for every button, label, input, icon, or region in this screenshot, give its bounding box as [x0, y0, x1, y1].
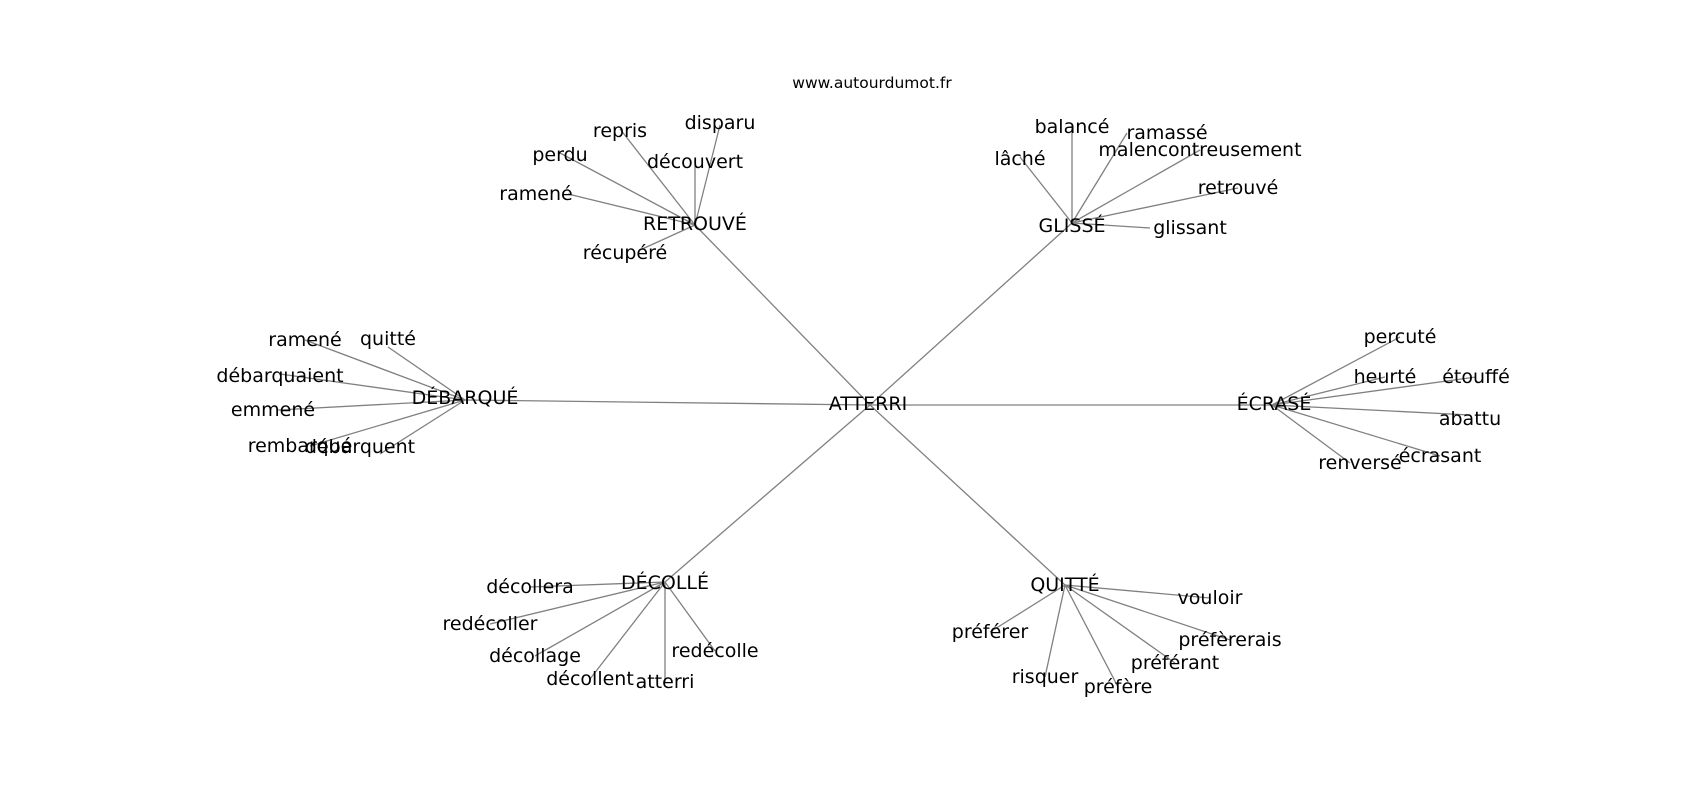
edge-center-hub — [664, 404, 871, 583]
edge-hub-leaf — [534, 581, 666, 657]
edge-hub-leaf — [1019, 156, 1073, 224]
leaf-node-label: préfère — [1084, 676, 1153, 698]
edge-hub-leaf — [1064, 584, 1176, 664]
edge-hub-leaf — [1271, 404, 1471, 416]
leaf-node-label: atterri — [636, 671, 695, 693]
edges — [277, 124, 1477, 688]
hub-node-label: GLISSÉ — [1038, 214, 1105, 237]
edge-hub-leaf — [989, 584, 1066, 633]
center-node-label: ATTERRI — [829, 393, 907, 415]
leaf-node-label: quitté — [360, 328, 416, 350]
leaf-node-label: balancé — [1035, 116, 1110, 138]
leaf-node-label: lâché — [994, 148, 1045, 170]
leaf-node-label: décollent — [546, 668, 634, 690]
edge-center-hub — [464, 399, 871, 406]
leaf-node-label: retrouvé — [1198, 177, 1279, 199]
edge-hub-leaf — [1064, 584, 1211, 599]
leaf-node-label: perdu — [532, 144, 587, 166]
hub-node-label: RETROUVÉ — [643, 212, 747, 235]
leaf-node-label: risquer — [1012, 666, 1079, 688]
hub-node-label: ÉCRASÉ — [1237, 392, 1312, 415]
leaf-node-label: décollera — [486, 576, 574, 598]
edge-hub-leaf — [1271, 404, 1441, 457]
edge-hub-leaf — [639, 224, 696, 251]
labels: www.autourdumot.fr ATTERRI RETROUVÉ dispa… — [216, 74, 1509, 698]
leaf-node-label: découvert — [647, 151, 743, 173]
edge-hub-leaf — [1271, 376, 1386, 406]
edge-hub-leaf — [277, 399, 466, 411]
edge-center-hub — [694, 224, 871, 406]
leaf-node-label: ramené — [499, 183, 572, 205]
edge-hub-leaf — [1044, 584, 1066, 678]
leaf-node-label: glissant — [1153, 217, 1227, 239]
hub-node-label: DÉBARQUÉ — [412, 386, 519, 409]
leaf-node-label: débarquent — [305, 436, 415, 458]
leaf-node-label: préfèrerais — [1178, 629, 1281, 651]
edge-hub-leaf — [1071, 132, 1128, 224]
leaf-node-label: disparu — [685, 112, 756, 134]
edge-hub-leaf — [379, 399, 466, 455]
site-url: www.autourdumot.fr — [792, 74, 952, 92]
edge-hub-leaf — [1271, 404, 1351, 464]
edge-hub-leaf — [387, 346, 466, 401]
edge-hub-leaf — [619, 128, 696, 226]
edge-hub-leaf — [1071, 149, 1201, 224]
leaf-node-label: rembarqué — [248, 435, 353, 457]
edge-hub-leaf — [529, 581, 666, 588]
leaf-node-label: étouffé — [1442, 366, 1510, 388]
edge-hub-leaf — [1071, 222, 1151, 229]
edge-hub-leaf — [1064, 584, 1231, 641]
leaf-node-label: décollage — [489, 645, 581, 667]
leaf-node-label: écrasant — [1399, 445, 1482, 467]
edge-center-hub — [869, 222, 1073, 406]
leaf-node-label: malencontreusement — [1098, 139, 1301, 161]
edge-hub-leaf — [559, 152, 696, 226]
leaf-node-label: ramené — [268, 329, 341, 351]
edge-hub-leaf — [279, 373, 466, 401]
leaf-node-label: repris — [593, 120, 647, 142]
leaf-node-label: débarquaient — [216, 365, 343, 387]
leaf-node-label: préférer — [952, 621, 1029, 643]
edge-hub-leaf — [1064, 584, 1119, 688]
edge-hub-leaf — [664, 581, 716, 652]
edge-hub-leaf — [567, 193, 696, 226]
edge-hub-leaf — [1271, 336, 1401, 406]
edge-center-hub — [869, 404, 1066, 586]
edge-hub-leaf — [589, 581, 666, 680]
leaf-node-label: récupéré — [583, 242, 667, 264]
hub-node-label: QUITTÉ — [1030, 573, 1099, 596]
leaf-node-label: préférant — [1131, 652, 1219, 674]
leaf-node-label: renversé — [1318, 452, 1401, 474]
leaf-node-label: abattu — [1439, 408, 1501, 430]
edge-hub-leaf — [309, 399, 466, 447]
leaf-node-label: vouloir — [1178, 587, 1243, 609]
leaf-node-label: ramassé — [1126, 122, 1207, 144]
edge-hub-leaf — [489, 581, 666, 625]
leaf-node-label: redécolle — [671, 640, 758, 662]
leaf-node-label: percuté — [1364, 326, 1437, 348]
edge-hub-leaf — [694, 124, 721, 226]
edge-hub-leaf — [1071, 187, 1239, 224]
hub-node-label: DÉCOLLÉ — [621, 571, 709, 594]
edge-hub-leaf — [304, 339, 466, 401]
edge-hub-leaf — [1271, 376, 1477, 406]
leaf-node-label: heurté — [1354, 366, 1417, 388]
leaf-node-label: redécoller — [443, 613, 538, 635]
leaf-node-label: emmené — [231, 399, 315, 421]
